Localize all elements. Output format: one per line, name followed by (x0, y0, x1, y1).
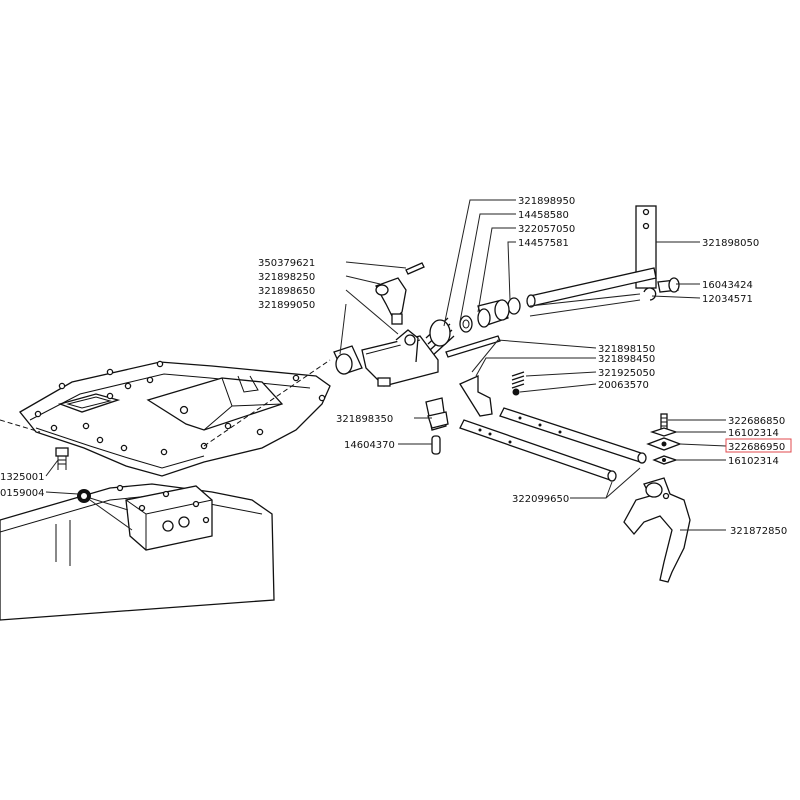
bolt-1325001 (55, 447, 69, 470)
control-lever-321898050 (526, 205, 657, 308)
callout-321898950: 321898950 (518, 196, 575, 207)
callout-322686950: 322686950 (728, 442, 785, 453)
callout-322057050: 322057050 (518, 224, 575, 235)
gearbox-cover-plate (0, 359, 331, 477)
pin-350379621 (405, 262, 425, 275)
callout-14458580: 14458580 (518, 210, 569, 221)
ball-20063570 (512, 388, 520, 396)
callout-321899050: 321899050 (258, 300, 315, 311)
selector-rods-322099650 (459, 407, 647, 482)
callout-12034571: 12034571 (702, 294, 753, 305)
bush-321899050 (333, 345, 363, 375)
bolt-16043424 (657, 277, 680, 293)
callout-0159004: 0159004 (0, 488, 45, 499)
callout-321925050: 321925050 (598, 368, 655, 379)
leader-lines (45, 199, 727, 531)
callout-16102314-a: 16102314 (728, 428, 779, 439)
callout-14457581: 14457581 (518, 238, 569, 249)
gearbox-housing (0, 483, 275, 621)
callout-321898450: 321898450 (598, 354, 655, 365)
pin-321898150 (445, 335, 501, 358)
selector-321898450 (459, 374, 493, 417)
callout-14604370: 14604370 (344, 440, 395, 451)
callout-labels: 321898950 14458580 322057050 14457581 32… (0, 196, 792, 537)
spring-321898950 (425, 317, 455, 357)
callout-321872850: 321872850 (730, 526, 787, 537)
callout-16102314-b: 16102314 (728, 456, 779, 467)
bracket-321898650 (361, 329, 439, 387)
callout-321898650: 321898650 (258, 286, 315, 297)
callout-321898050: 321898050 (702, 238, 759, 249)
callout-321898250: 321898250 (258, 272, 315, 283)
fork-321898350 (425, 397, 449, 431)
callout-322099650: 322099650 (512, 494, 569, 505)
callout-16043424: 16043424 (702, 280, 753, 291)
spring-321925050 (511, 371, 525, 389)
callout-350379621: 350379621 (258, 258, 315, 269)
pin-14604370 (431, 435, 441, 455)
callout-20063570: 20063570 (598, 380, 649, 391)
highlight-box (725, 438, 792, 453)
washer-0159004 (77, 489, 91, 503)
bush-assembly (459, 297, 521, 333)
shift-fork-321872850 (623, 477, 691, 583)
circlip-12034571 (643, 287, 657, 301)
callout-1325001: 1325001 (0, 472, 45, 483)
callout-322686850: 322686850 (728, 416, 785, 427)
callout-321898150: 321898150 (598, 344, 655, 355)
nut-16102314-a (649, 427, 679, 437)
rocker-321898250 (375, 277, 407, 325)
callout-321898350: 321898350 (336, 414, 393, 425)
